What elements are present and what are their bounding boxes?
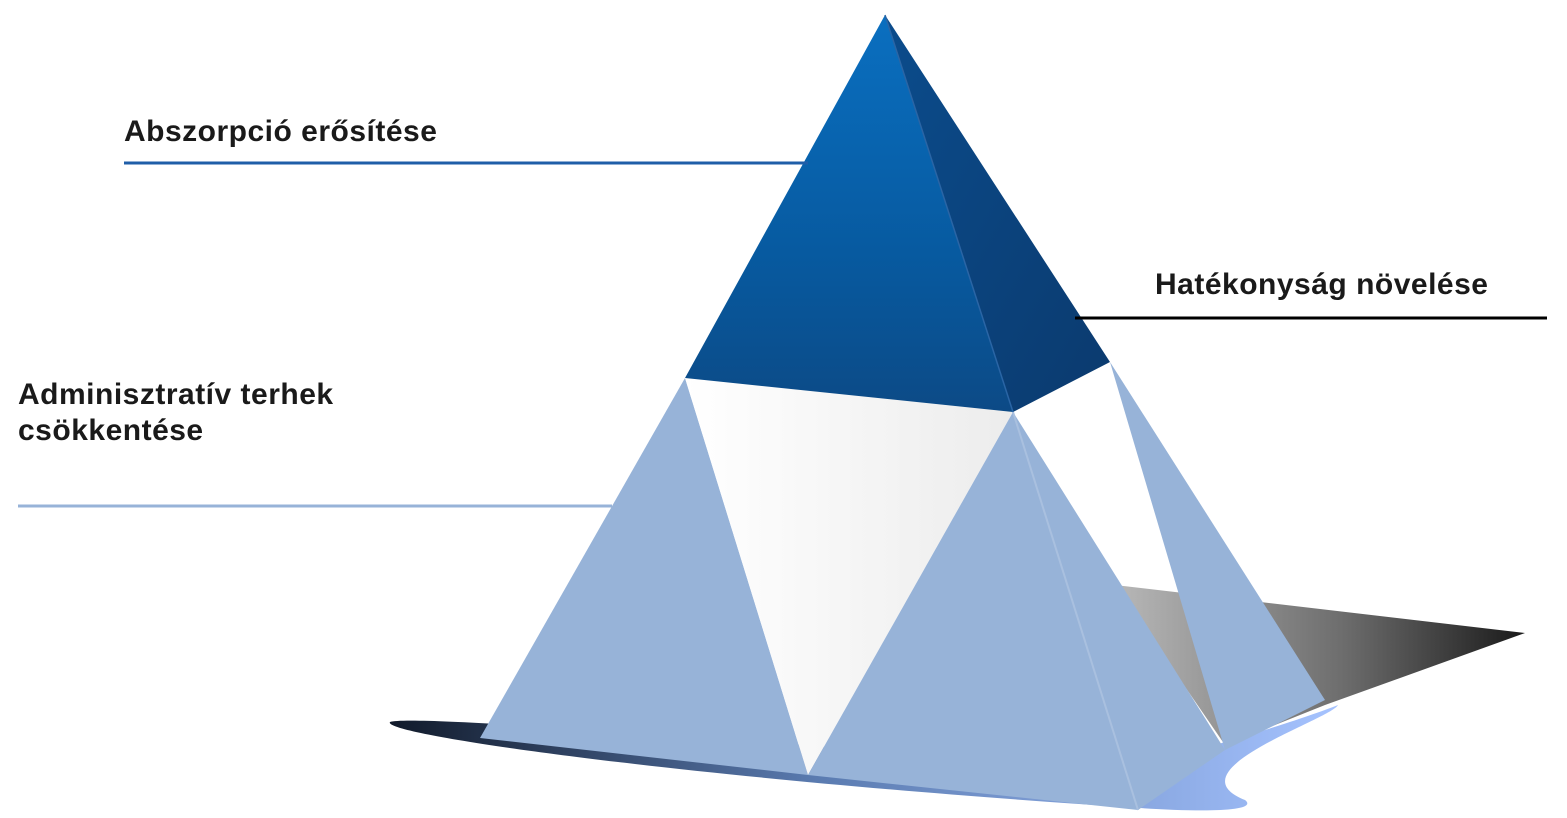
label-administrative: Adminisztratív terhek csökkentése: [18, 377, 334, 449]
top-pyramid-side: [885, 15, 1110, 412]
middle-edge: [1012, 411, 1139, 811]
pyramid-left-face: [480, 378, 808, 775]
pyramid-middle-face: [808, 412, 1138, 810]
label-absorption: Abszorpció erősítése: [124, 115, 438, 148]
label-administrative-line2: csökkentése: [18, 414, 204, 447]
label-efficiency: Hatékonyság növelése: [1155, 268, 1489, 301]
pyramid-middle-side: [1013, 412, 1225, 810]
pyramid-right-face: [1110, 362, 1325, 750]
white-center-face: [685, 378, 1013, 775]
top-pyramid-front: [685, 15, 1013, 412]
top-edge: [884, 14, 1014, 413]
label-administrative-line1: Adminisztratív terhek: [18, 378, 334, 411]
